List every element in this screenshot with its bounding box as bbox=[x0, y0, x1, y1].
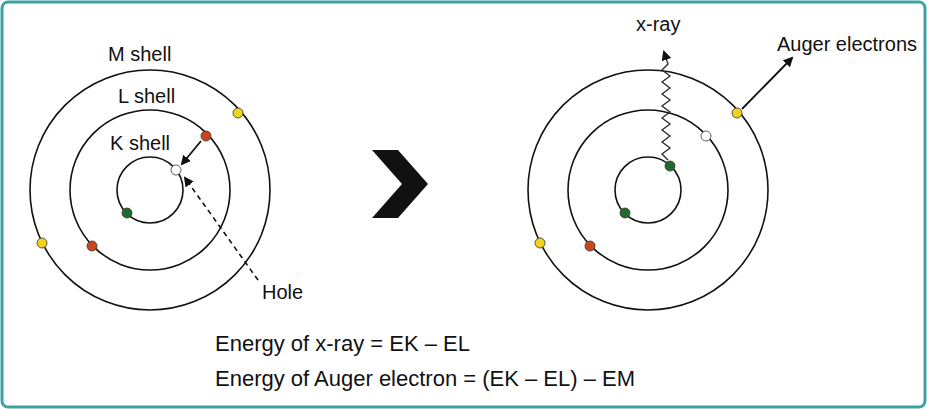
shell-label: L shell bbox=[118, 86, 175, 106]
callout-label: Hole bbox=[262, 282, 303, 302]
chevron-symbol bbox=[372, 150, 428, 218]
equation-text: Energy of x-ray = EK – EL bbox=[215, 333, 470, 355]
hole-leader bbox=[185, 178, 258, 280]
right-electrons bbox=[535, 108, 742, 251]
equation-text: Energy of Auger electron = (EK – EL) – E… bbox=[215, 368, 635, 390]
callout-label: Auger electrons bbox=[777, 34, 917, 54]
left-atom bbox=[30, 70, 270, 310]
right-atom bbox=[528, 70, 768, 310]
transition-arrow bbox=[182, 141, 201, 164]
auger-arrow bbox=[742, 58, 792, 109]
shell-label: K shell bbox=[110, 133, 170, 153]
shell-label: M shell bbox=[108, 44, 171, 64]
xray-wave bbox=[662, 52, 670, 160]
left-electrons bbox=[37, 108, 243, 251]
callout-label: x-ray bbox=[636, 14, 680, 34]
